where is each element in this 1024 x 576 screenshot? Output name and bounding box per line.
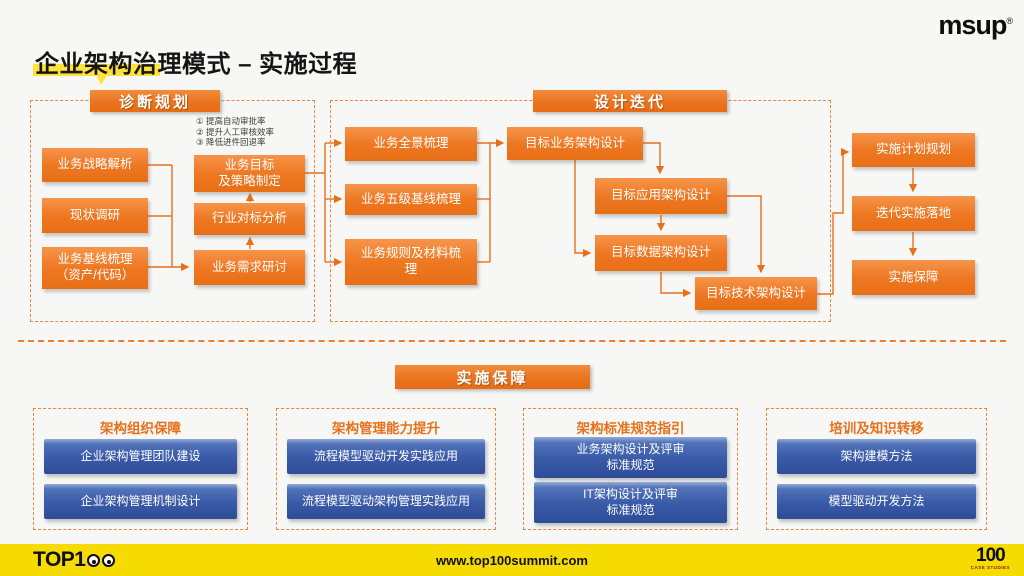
box-implementation-guarantee: 实施保障 <box>852 260 975 295</box>
footer-bar: TOP1 www.top100summit.com 100 CASE STUDI… <box>0 544 1024 576</box>
box-ea-team-building: 企业架构管理团队建设 <box>44 439 237 474</box>
footer-url: www.top100summit.com <box>436 552 588 568</box>
box-business-panorama: 业务全景梳理 <box>345 127 477 161</box>
diagnosis-notes: ① 提高自动审批率 ② 提升人工审核效率 ③ 降低进件回退率 <box>196 116 274 148</box>
box-architecture-modeling-method: 架构建模方法 <box>777 439 976 474</box>
box-business-strategy-analysis: 业务战略解析 <box>42 148 148 182</box>
msup-logo: msup® <box>938 10 1013 40</box>
group-title: 架构组织保障 <box>100 421 181 436</box>
top100-logo-text: TOP1 <box>33 548 86 571</box>
note-item: ② 提升人工审核效率 <box>196 126 274 137</box>
guarantee-section-header: 实施保障 <box>395 365 590 389</box>
box-business-arch-review-standard: 业务架构设计及评审 标准规范 <box>534 437 727 478</box>
group-title: 架构管理能力提升 <box>332 421 440 436</box>
box-target-data-architecture: 目标数据架构设计 <box>595 235 727 271</box>
case-studies-badge: 100 CASE STUDIES <box>971 546 1010 571</box>
top100-logo: TOP1 <box>33 544 116 576</box>
badge-number: 100 <box>976 545 1006 566</box>
diagnosis-section-header: 诊断规划 <box>90 90 220 112</box>
box-rules-materials: 业务规则及材料梳 理 <box>345 239 477 285</box>
section-divider <box>18 340 1006 342</box>
box-business-requirement-discussion: 业务需求研讨 <box>194 250 305 285</box>
group-organization-guarantee: 架构组织保障 企业架构管理团队建设 企业架构管理机制设计 <box>33 408 248 530</box>
registered-mark: ® <box>1006 16 1013 26</box>
note-item: ① 提高自动审批率 <box>196 116 266 126</box>
box-five-level-baseline: 业务五级基线梳理 <box>345 184 477 215</box>
box-target-business-architecture: 目标业务架构设计 <box>507 127 643 160</box>
box-target-application-architecture: 目标应用架构设计 <box>595 178 727 214</box>
box-business-baseline-sorting: 业务基线梳理 （资产/代码） <box>42 247 148 289</box>
eye-icon <box>102 553 116 567</box>
box-ea-mechanism-design: 企业架构管理机制设计 <box>44 484 237 519</box>
group-standards-guidelines: 架构标准规范指引 业务架构设计及评审 标准规范 IT架构设计及评审 标准规范 <box>523 408 738 530</box>
page-title: 企业架构治理模式 – 实施过程 <box>35 51 358 78</box>
box-industry-benchmarking: 行业对标分析 <box>194 203 305 235</box>
title-highlight-tail <box>96 74 108 85</box>
badge-caption: CASE STUDIES <box>970 565 1010 570</box>
box-target-technology-architecture: 目标技术架构设计 <box>695 277 817 310</box>
box-model-driven-dev-method: 模型驱动开发方法 <box>777 484 976 519</box>
note-item: ③ 降低进件回退率 <box>196 137 266 147</box>
group-management-capability: 架构管理能力提升 流程模型驱动开发实践应用 流程模型驱动架构管理实践应用 <box>276 408 496 530</box>
box-it-arch-review-standard: IT架构设计及评审 标准规范 <box>534 482 727 523</box>
design-section-header: 设计迭代 <box>533 90 727 112</box>
box-iterative-implementation: 迭代实施落地 <box>852 196 975 231</box>
box-current-status-research: 现状调研 <box>42 198 148 233</box>
box-process-model-dev-practice: 流程模型驱动开发实践应用 <box>287 439 485 474</box>
box-process-model-arch-practice: 流程模型驱动架构管理实践应用 <box>287 484 485 519</box>
group-training-knowledge-transfer: 培训及知识转移 架构建模方法 模型驱动开发方法 <box>766 408 987 530</box>
title-highlight <box>33 64 160 76</box>
group-title: 架构标准规范指引 <box>576 421 685 436</box>
box-implementation-planning: 实施计划规划 <box>852 133 975 167</box>
eye-icon <box>87 553 101 567</box>
box-business-goal-strategy: 业务目标 及策略制定 <box>194 155 305 192</box>
group-title: 培训及知识转移 <box>829 421 924 436</box>
